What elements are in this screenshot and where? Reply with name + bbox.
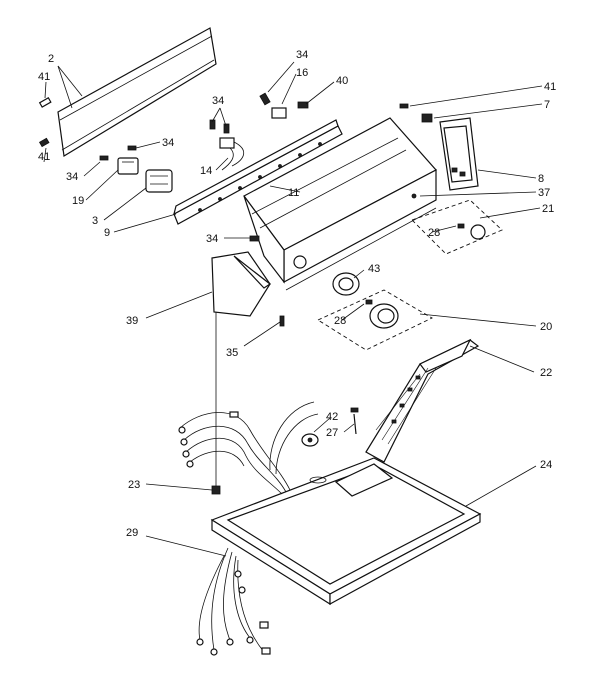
callout-21: 21 [542, 203, 554, 215]
control-panel-11 [243, 117, 437, 291]
clip-7 [421, 113, 433, 123]
screw-34-top [259, 92, 271, 106]
timer-switch-3 [145, 169, 173, 193]
callout-labels: 2 41 41 34 19 3 9 34 14 34 34 16 40 11 3… [38, 49, 556, 539]
ring-43 [332, 272, 360, 296]
bolt-27 [350, 407, 359, 435]
callout-11: 11 [288, 187, 299, 199]
callout-23: 23 [128, 479, 140, 491]
screw-34-d [223, 123, 230, 134]
callout-41: 41 [38, 71, 50, 83]
end-panel-39 [211, 251, 272, 317]
screw-34-panel [249, 235, 260, 242]
wiring-harness-upper [178, 401, 319, 495]
callout-2: 2 [48, 53, 54, 65]
callout-41: 41 [544, 81, 556, 93]
callout-28: 28 [428, 227, 440, 239]
knob-assembly-20 [317, 289, 433, 351]
callout-34: 34 [296, 49, 308, 61]
callout-16: 16 [296, 67, 308, 79]
rear-trim-panel [57, 27, 217, 157]
terminal-block-14 [219, 137, 244, 171]
callout-34: 34 [162, 137, 174, 149]
callout-9: 9 [104, 227, 110, 239]
harness-panel-22 [365, 338, 480, 463]
callout-8: 8 [538, 173, 544, 185]
bracket-16 [271, 107, 287, 119]
screw-41-upper-left [38, 96, 52, 108]
callout-40: 40 [336, 75, 348, 87]
callout-34: 34 [66, 171, 78, 183]
screw-41-right [399, 103, 409, 109]
end-cap-8 [439, 117, 479, 191]
callout-43: 43 [368, 263, 380, 275]
callout-14: 14 [200, 165, 212, 177]
screw-35 [279, 315, 285, 327]
clip-23 [211, 485, 221, 495]
callout-20: 20 [540, 321, 552, 333]
top-cover-24 [210, 457, 482, 606]
leader-lines [43, 61, 543, 557]
screw-34-a [99, 155, 109, 161]
screw-41-lower-left [38, 137, 50, 148]
thermostat-42 [301, 433, 319, 447]
callout-35: 35 [226, 347, 238, 359]
wiring-harness-29 [196, 547, 271, 656]
callout-22: 22 [540, 367, 552, 379]
push-switch-19 [117, 157, 139, 175]
screw-37 [411, 193, 417, 199]
callout-7: 7 [544, 99, 550, 111]
screw-34-b [127, 145, 137, 151]
callout-19: 19 [72, 195, 84, 207]
callout-34: 34 [206, 233, 218, 245]
callout-39: 39 [126, 315, 138, 327]
callout-41: 41 [38, 151, 50, 163]
callout-27: 27 [326, 427, 338, 439]
callout-24: 24 [540, 459, 552, 471]
clip-40 [297, 101, 309, 109]
callout-28: 28 [334, 315, 346, 327]
callout-3: 3 [92, 215, 98, 227]
callout-29: 29 [126, 527, 138, 539]
callout-42: 42 [326, 411, 338, 423]
callout-37: 37 [538, 187, 550, 199]
callout-34: 34 [212, 95, 224, 107]
knob-assembly-21 [411, 199, 503, 255]
screw-34-c [209, 119, 216, 130]
mounting-bracket [173, 119, 343, 225]
